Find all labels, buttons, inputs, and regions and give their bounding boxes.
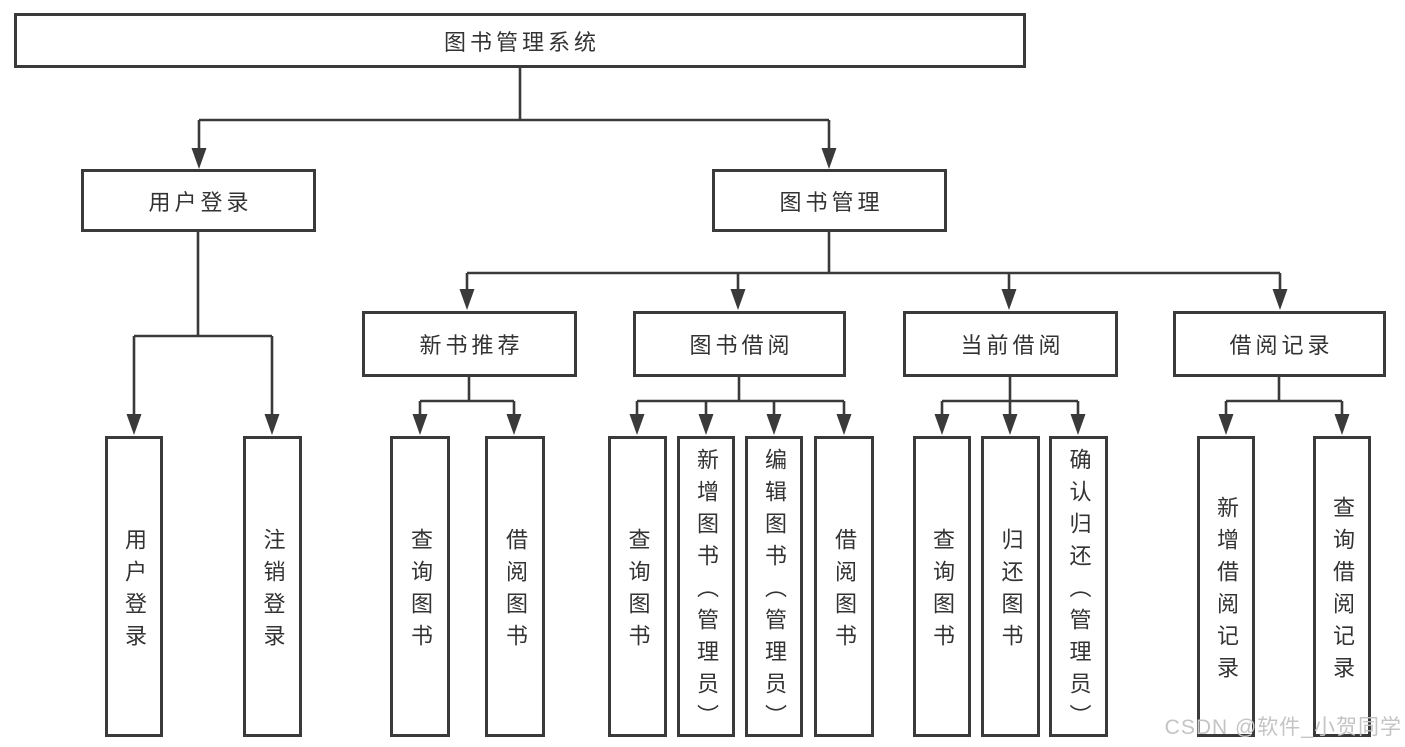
node-label: 图书管理系统 (443, 29, 600, 55)
leaf-query-books: 查询图书 (913, 436, 971, 737)
leaf-borrow-books: 借阅图书 (485, 436, 545, 737)
leaf-edit-books-admin: 编辑图书（管理员） (745, 436, 803, 737)
node-new-book-recommend: 新书推荐 (362, 311, 577, 377)
leaf-label: 查询图书 (408, 527, 433, 656)
leaf-label: 归还图书 (998, 527, 1024, 656)
node-label: 用户登录 (148, 189, 253, 215)
node-label: 新书推荐 (419, 333, 524, 358)
leaf-label: 用户登录 (122, 527, 147, 656)
node-borrow-records: 借阅记录 (1173, 311, 1386, 377)
node-label: 当前借阅 (960, 333, 1065, 358)
leaf-label: 编辑图书（管理员） (762, 447, 787, 736)
node-label: 借阅记录 (1229, 333, 1334, 358)
node-label: 图书管理 (779, 189, 884, 215)
csdn-watermark: CSDN @软件_小贺同学 (1164, 716, 1402, 739)
node-current-borrow: 当前借阅 (903, 311, 1118, 377)
node-user-login: 用户登录 (81, 169, 316, 232)
leaf-add-borrow-record: 新增借阅记录 (1197, 436, 1255, 737)
arrow-down-icons (126, 148, 1350, 435)
node-book-borrow: 图书借阅 (633, 311, 846, 377)
leaf-label: 借阅图书 (832, 527, 857, 656)
leaf-label: 新增借阅记录 (1214, 495, 1239, 688)
leaf-logout: 注销登录 (243, 436, 302, 737)
leaf-confirm-return-admin: 确认归还（管理员） (1049, 436, 1108, 737)
leaf-borrow-books: 借阅图书 (814, 436, 874, 737)
leaf-label: 借阅图书 (503, 527, 528, 656)
leaf-user-login: 用户登录 (105, 436, 163, 737)
leaf-query-books: 查询图书 (608, 436, 667, 737)
leaf-label: 确认归还（管理员） (1066, 447, 1092, 736)
node-book-management: 图书管理 (712, 169, 947, 232)
leaf-add-books-admin: 新增图书（管理员） (677, 436, 735, 737)
node-root-system: 图书管理系统 (14, 13, 1026, 68)
leaf-label: 新增图书（管理员） (694, 447, 719, 736)
leaf-label: 查询图书 (625, 527, 651, 656)
node-label: 图书借阅 (689, 333, 794, 358)
tree-edges (132, 68, 1344, 418)
leaf-query-books: 查询图书 (390, 436, 450, 737)
leaf-label: 注销登录 (260, 527, 286, 656)
leaf-return-books: 归还图书 (981, 436, 1040, 737)
leaf-label: 查询图书 (930, 527, 955, 656)
leaf-query-borrow-record: 查询借阅记录 (1313, 436, 1371, 737)
leaf-label: 查询借阅记录 (1330, 495, 1355, 688)
